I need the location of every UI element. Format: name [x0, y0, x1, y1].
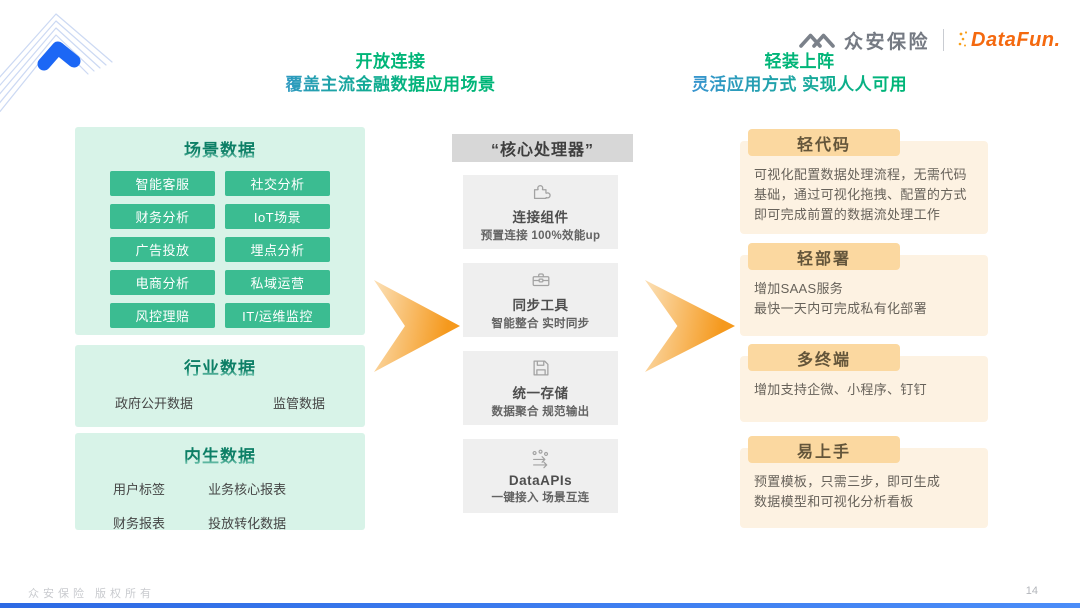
logo-divider — [943, 29, 945, 51]
benefit-title-lowcode: 轻代码 — [748, 129, 900, 156]
bottom-accent-bar — [0, 603, 1080, 608]
industry-item: 监管数据 — [272, 396, 325, 411]
flow-arrow-left — [374, 280, 460, 372]
panel-title: 行业数据 — [184, 359, 256, 378]
industry-items: 政府公开数据 监管数据 — [75, 393, 365, 412]
zhongan-chevrons-icon — [799, 33, 835, 48]
internal-item: 财务报表 — [113, 516, 166, 531]
module-title: 连接组件 — [512, 210, 569, 225]
zhongan-logo-text: 众安保险 — [844, 31, 931, 53]
api-flow-icon — [532, 449, 548, 468]
panel-internal-data: 内生数据 用户标签 业务核心报表 财务报表 投放转化数据 — [75, 433, 365, 532]
internal-items: 用户标签 业务核心报表 财务报表 投放转化数据 — [75, 479, 365, 532]
page-number: 14 — [1025, 585, 1038, 597]
scene-chip: 社交分析 — [225, 171, 330, 196]
scene-chip: 广告投放 — [110, 237, 215, 262]
flow-arrow-right — [645, 280, 735, 372]
scene-chip: 智能客服 — [110, 171, 215, 196]
benefit-title-easy: 易上手 — [748, 436, 900, 463]
datafun-dots-icon — [958, 31, 968, 47]
scene-chip: 风控理赔 — [110, 303, 215, 328]
right-heading: 轻装上阵 灵活应用方式 实现人人可用 — [642, 50, 957, 96]
internal-item: 投放转化数据 — [208, 516, 287, 531]
scene-chip: IT/运维监控 — [225, 303, 330, 328]
module-subtitle: 预置连接 100%效能up — [480, 230, 601, 242]
header-logos: 众安保险 DataFun. — [798, 24, 1061, 56]
module-data-apis: DataAPIs 一键接入 场景互连 — [463, 439, 618, 513]
module-title: 统一存储 — [512, 386, 569, 401]
right-heading-line2: 灵活应用方式 实现人人可用 — [642, 73, 957, 96]
module-connector: 连接组件 预置连接 100%效能up — [463, 175, 618, 249]
storage-icon — [532, 360, 549, 376]
scene-chip: 财务分析 — [110, 204, 215, 229]
scene-chip-grid: 智能客服 社交分析 财务分析 IoT场景 广告投放 埋点分析 电商分析 私域运营… — [110, 171, 330, 328]
scene-chip: 埋点分析 — [225, 237, 330, 262]
benefit-title-terminals: 多终端 — [748, 344, 900, 371]
module-title: DataAPIs — [508, 472, 573, 488]
scene-chip: 电商分析 — [110, 270, 215, 295]
panel-scene-data: 场景数据 智能客服 社交分析 财务分析 IoT场景 广告投放 埋点分析 电商分析… — [75, 127, 365, 335]
chevron-logo-decoration — [0, 13, 113, 112]
module-subtitle: 数据聚合 规范输出 — [491, 406, 590, 418]
module-storage: 统一存储 数据聚合 规范输出 — [463, 351, 618, 425]
module-sync-tool: 同步工具 智能整合 实时同步 — [463, 263, 618, 337]
panel-title: 内生数据 — [184, 447, 256, 466]
benefit-title-deploy: 轻部署 — [748, 243, 900, 270]
module-title: 同步工具 — [512, 298, 569, 313]
processor-header: “核心处理器” — [452, 134, 633, 162]
module-subtitle: 一键接入 场景互连 — [491, 491, 590, 504]
panel-industry-data: 行业数据 政府公开数据 监管数据 — [75, 345, 365, 427]
left-heading-line2: 覆盖主流金融数据应用场景 — [238, 73, 543, 96]
right-heading-line1: 轻装上阵 — [764, 52, 835, 71]
panel-title: 场景数据 — [184, 141, 256, 160]
benefit-body-lowcode: 可视化配置数据处理流程，无需代码 基础，通过可视化拖拽、配置的方式 即可完成前置… — [740, 141, 988, 234]
left-heading: 开放连接 覆盖主流金融数据应用场景 — [238, 50, 543, 96]
copyright-text: 众安保险 版权所有 — [28, 588, 156, 600]
industry-item: 政府公开数据 — [115, 396, 194, 411]
module-subtitle: 智能整合 实时同步 — [491, 318, 590, 330]
internal-item: 业务核心报表 — [208, 482, 287, 497]
scene-chip: IoT场景 — [225, 204, 330, 229]
toolbox-icon — [532, 273, 549, 287]
scene-chip: 私域运营 — [225, 270, 330, 295]
puzzle-icon — [533, 184, 551, 200]
datafun-logo-text: DataFun. — [971, 28, 1061, 51]
left-heading-line1: 开放连接 — [355, 52, 426, 71]
internal-item: 用户标签 — [113, 482, 166, 497]
